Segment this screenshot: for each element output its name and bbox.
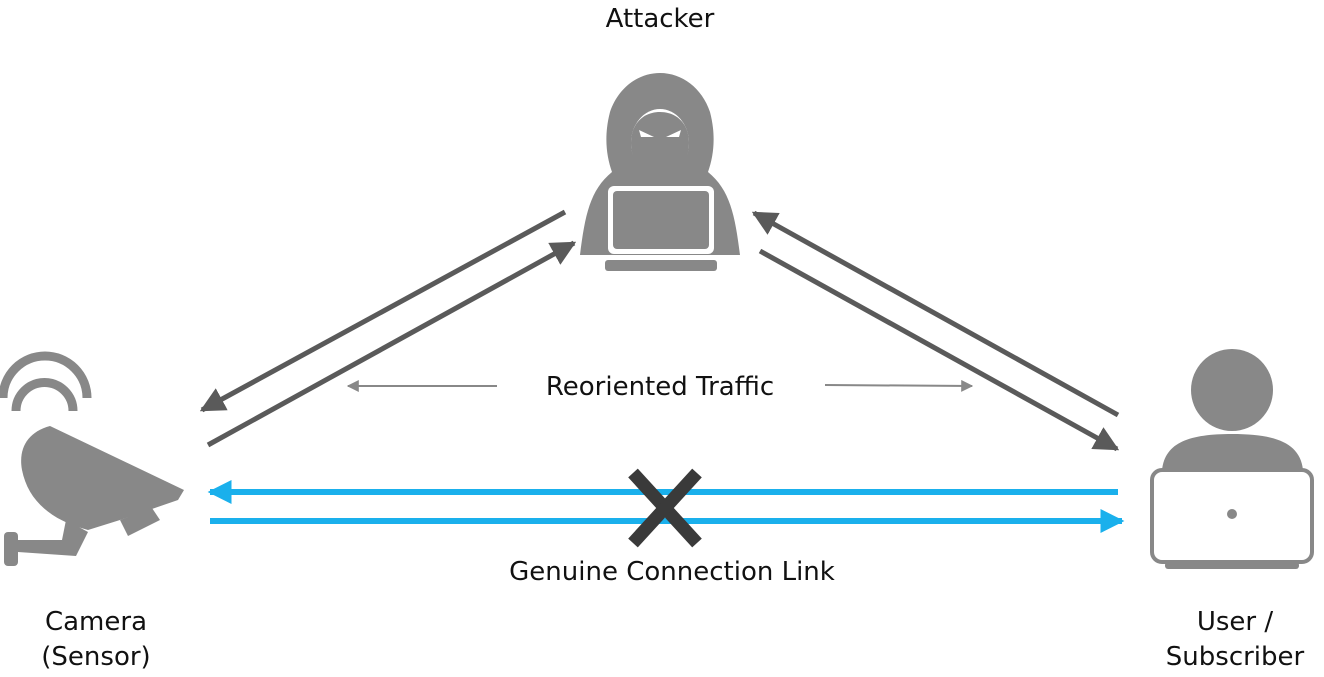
camera-label-line1: Camera	[45, 607, 147, 637]
reoriented-traffic-label: Reoriented Traffic	[546, 372, 774, 402]
genuine-connection-arrows	[207, 480, 1125, 533]
attacker-traffic-arrows	[199, 209, 1120, 452]
arrow-user-to-attacker	[751, 210, 1120, 418]
hooded-hacker-icon	[580, 73, 740, 271]
security-camera-icon	[0, 351, 185, 566]
attacker-label: Attacker	[606, 4, 715, 34]
genuine-connection-label: Genuine Connection Link	[509, 557, 835, 587]
user-with-laptop-icon	[1150, 349, 1314, 569]
arrow-attacker-to-camera	[199, 209, 567, 413]
reoriented-arrow-right	[824, 379, 974, 392]
x-mark-icon	[628, 468, 702, 548]
user-label-line2: Subscriber	[1166, 642, 1305, 672]
arrow-camera-to-attacker	[206, 240, 577, 448]
reoriented-traffic-arrows	[346, 379, 974, 392]
arrow-attacker-to-user	[758, 248, 1120, 452]
camera-label-line2: (Sensor)	[41, 642, 150, 672]
user-label-line1: User /	[1197, 607, 1274, 637]
